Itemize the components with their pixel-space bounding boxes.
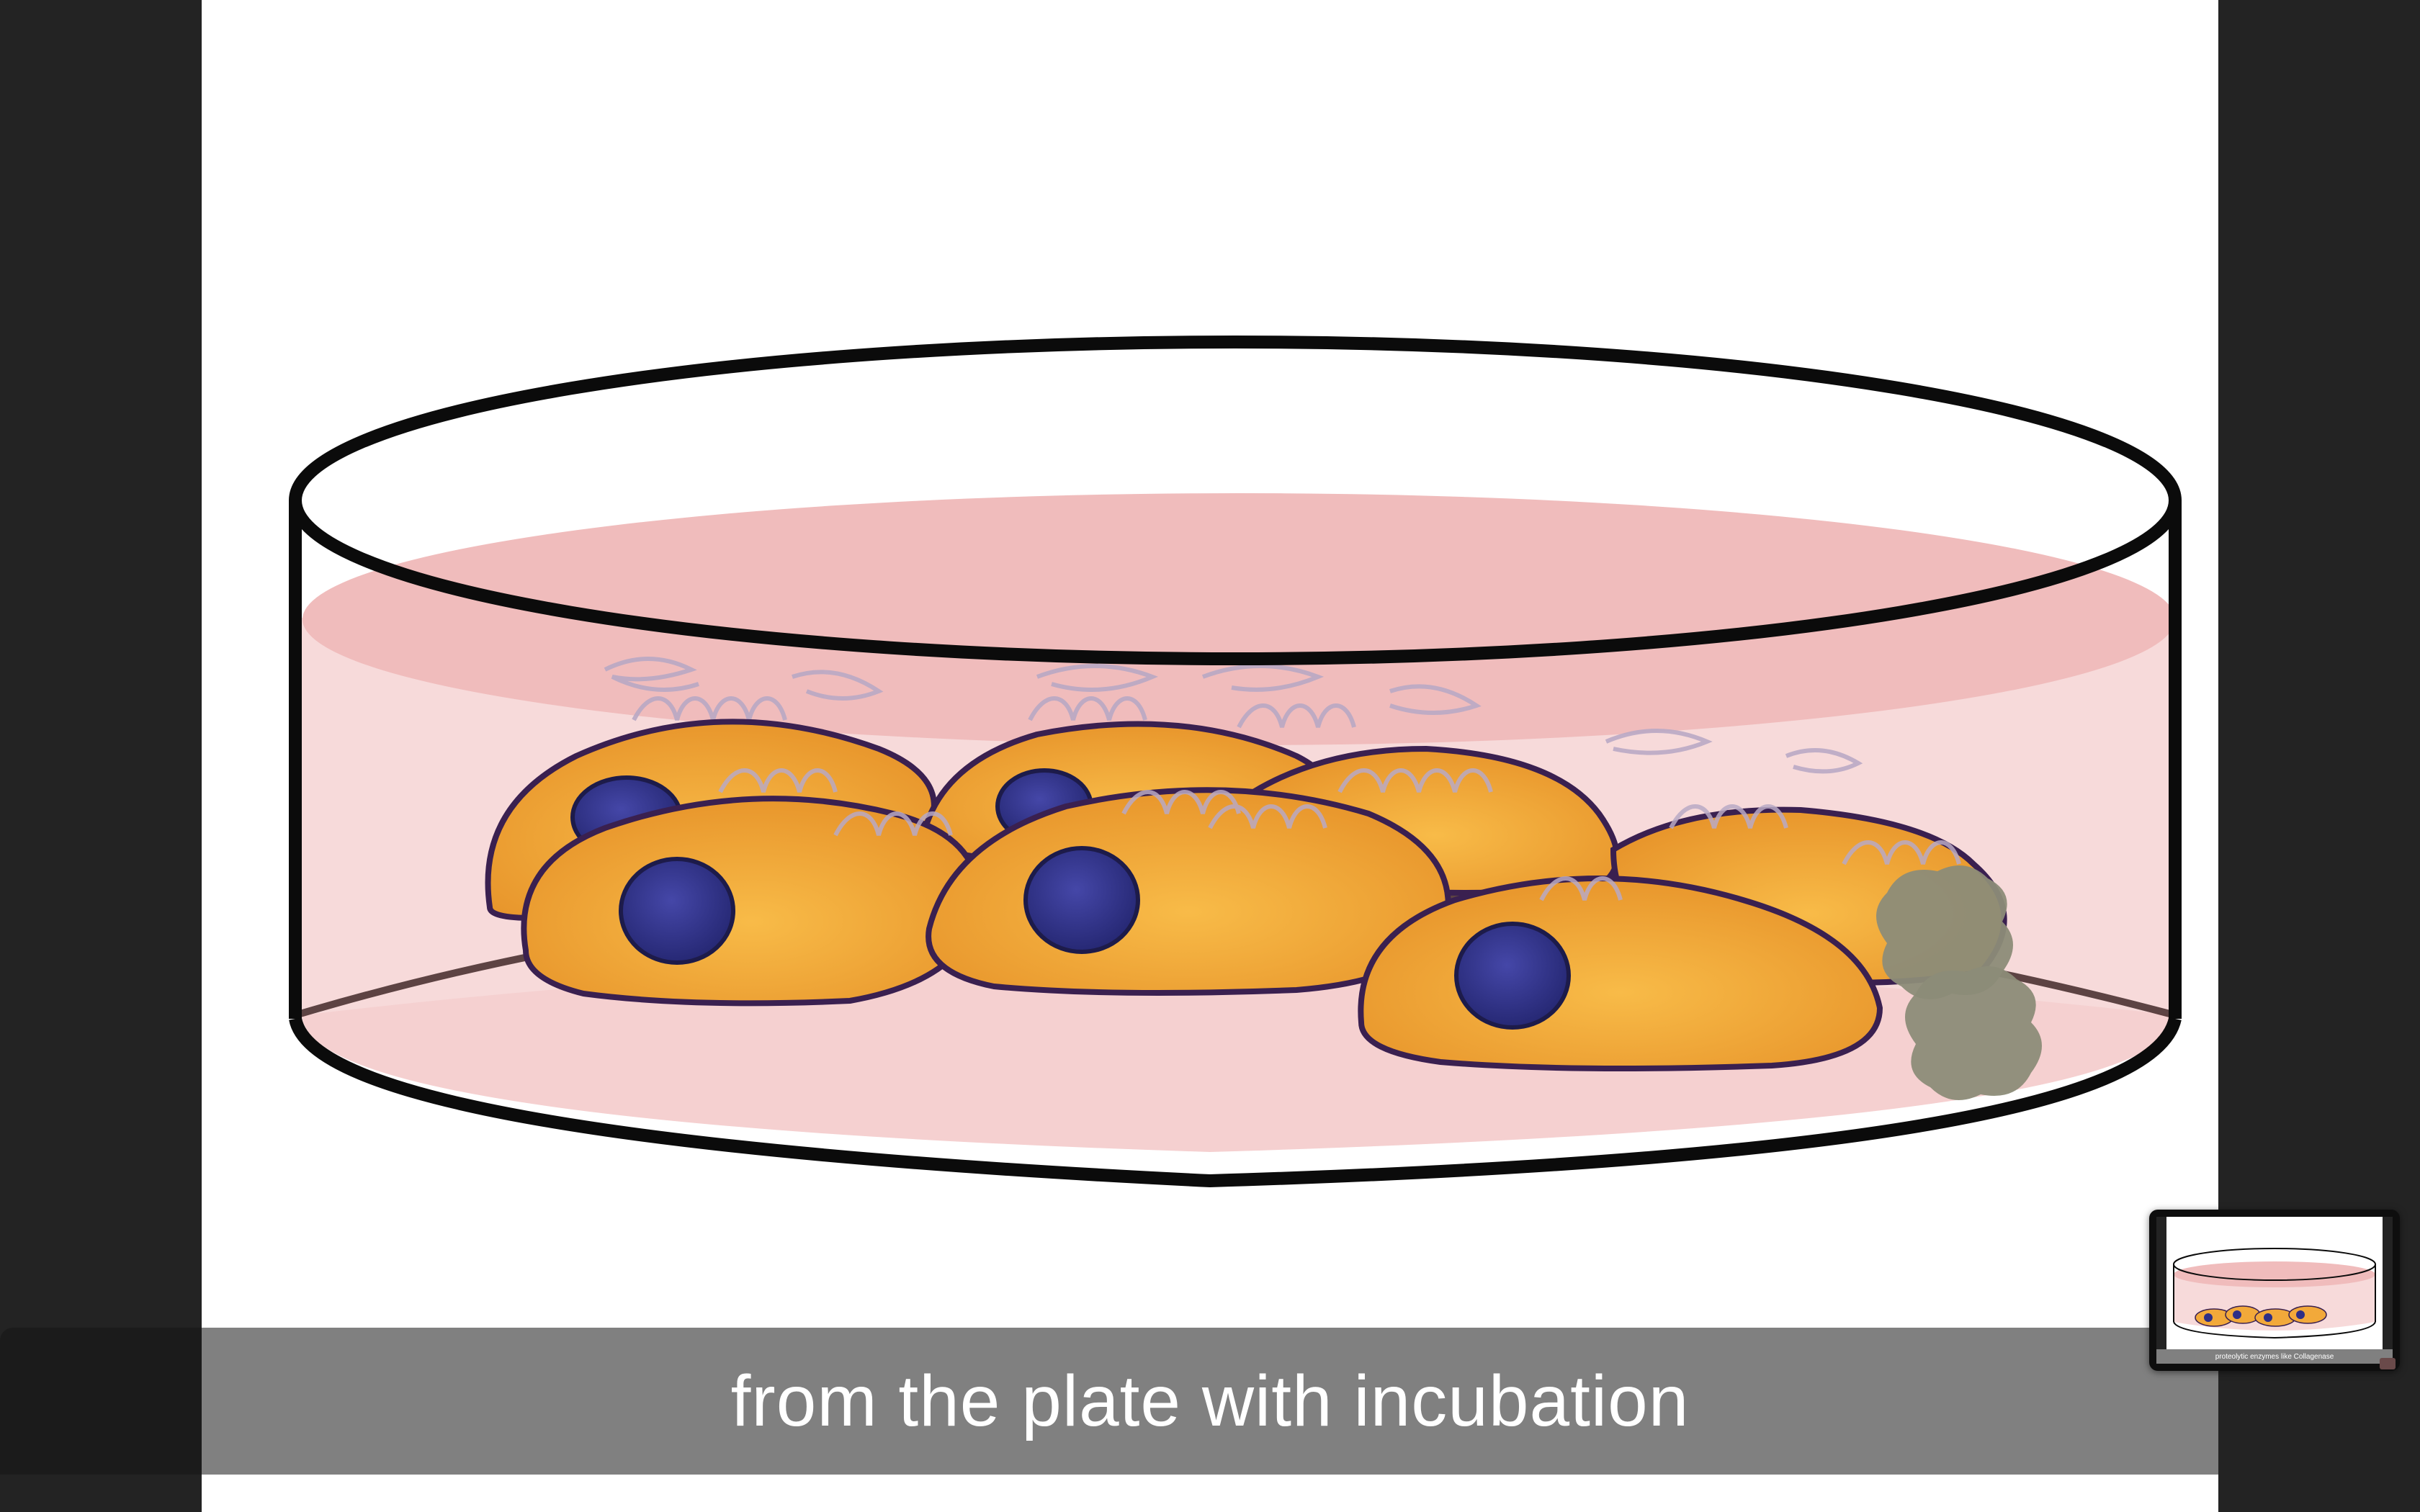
- enzyme-blob-lower: [1905, 966, 2042, 1100]
- caption-text: from the plate with incubation: [730, 1360, 1690, 1441]
- caption-bar: from the plate with incubation: [0, 1328, 2420, 1475]
- petri-dish: [289, 336, 2182, 1188]
- thumbnail-screen: proteolytic enzymes like Collagenase: [2156, 1217, 2393, 1364]
- dish-bottom-front-rim: [289, 1017, 2182, 1188]
- slide-canvas: [202, 0, 2218, 1512]
- cell-front-right: [1358, 876, 1883, 1071]
- caption-background: [202, 1328, 2218, 1475]
- petri-dish-illustration: [289, 336, 2182, 1188]
- thumbnail-illustration: [2156, 1217, 2393, 1364]
- cell-front-middle: [926, 787, 1451, 996]
- enzyme-blob-upper: [1876, 865, 2013, 999]
- video-thumbnail-preview[interactable]: proteolytic enzymes like Collagenase: [2149, 1210, 2400, 1371]
- thumbnail-corner-icon: [2380, 1358, 2396, 1369]
- thumbnail-caption: proteolytic enzymes like Collagenase: [2156, 1349, 2393, 1364]
- caption-bar-left-edge: [0, 1328, 202, 1475]
- fiber-strands-front: [718, 768, 1961, 901]
